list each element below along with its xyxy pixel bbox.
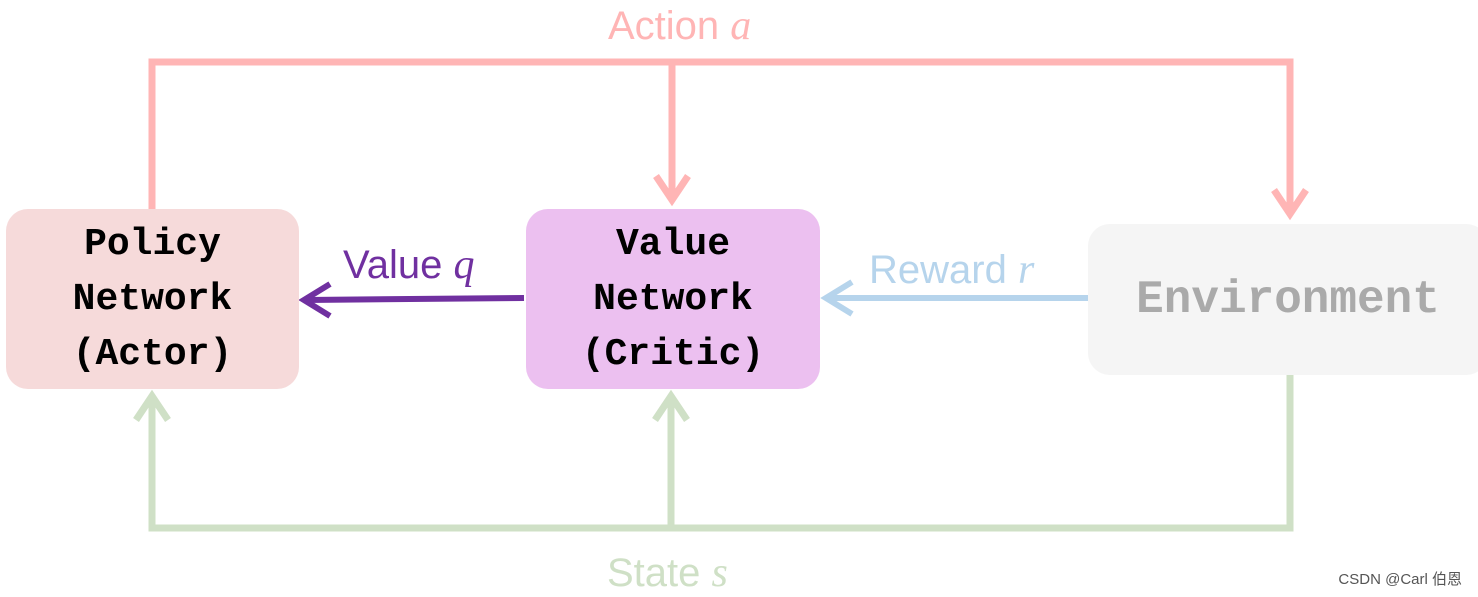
policy-line-1: Policy [84, 222, 221, 266]
state-symbol: s [711, 550, 728, 596]
action-label-text: Action [608, 4, 731, 48]
value-network-critic-box: Value Network (Critic) [526, 209, 820, 389]
value-line [305, 295, 525, 303]
action-connector [148, 58, 1309, 221]
value-label: Value q [343, 241, 474, 289]
environment-label: Environment [1136, 273, 1440, 326]
state-label-text: State [607, 551, 712, 595]
action-line [148, 58, 1294, 210]
watermark: CSDN @Carl 伯恩 [1338, 571, 1462, 588]
state-arrowhead-critic [652, 389, 690, 422]
reward-connector [820, 279, 1088, 317]
state-label: State s [607, 549, 728, 597]
reward-label-text: Reward [869, 248, 1018, 292]
state-line [148, 375, 1294, 532]
reward-symbol: r [1017, 247, 1035, 293]
action-arrowhead-critic [653, 174, 691, 207]
state-arrowhead-policy [133, 389, 171, 422]
policy-line-2: Network [72, 277, 233, 321]
critic-line-1: Value [615, 222, 731, 266]
policy-network-actor-box: Policy Network (Actor) [6, 209, 299, 389]
reward-label: Reward r [869, 246, 1034, 294]
value-arrowhead [298, 281, 332, 319]
action-symbol: a [730, 3, 752, 49]
value-symbol: q [453, 242, 475, 288]
state-connector [133, 375, 1294, 532]
critic-line-3: (Critic) [581, 332, 765, 376]
reward-arrowhead [820, 279, 854, 317]
value-connector [298, 281, 525, 319]
value-label-text: Value [343, 243, 454, 287]
environment-box: Environment [1088, 224, 1478, 375]
critic-line-2: Network [593, 277, 753, 321]
action-label: Action a [608, 2, 751, 50]
policy-line-3: (Actor) [72, 332, 233, 376]
action-arrowhead-environment [1271, 188, 1309, 221]
